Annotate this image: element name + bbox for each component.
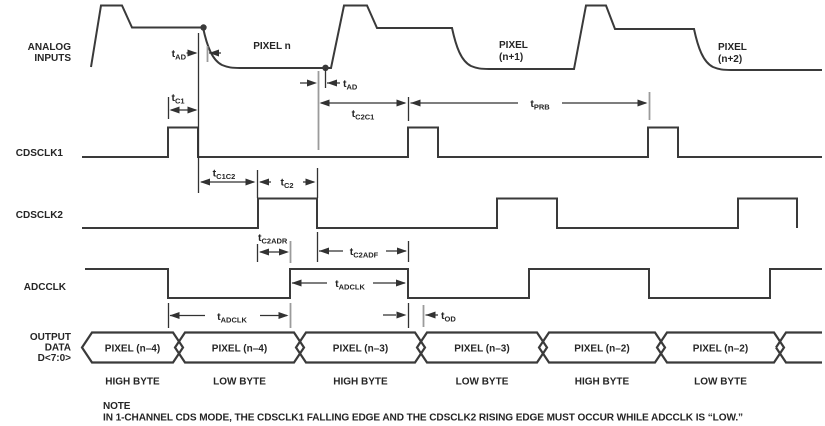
bus-cell-1-label: PIXEL (n–4) xyxy=(105,344,160,355)
tadclk-low-annotation: tADCLK xyxy=(167,303,292,328)
tc2adf-arrowheads xyxy=(319,247,407,255)
bus-trailing-lines xyxy=(775,331,822,364)
tad1-arrowheads xyxy=(187,49,219,57)
bus-cell-6-label: PIXEL (n–2) xyxy=(693,344,748,355)
tod-label: tOD xyxy=(441,310,456,324)
tod-arrowheads xyxy=(396,311,436,319)
tadclk-high-label: tADCLK xyxy=(335,278,365,292)
analog-inputs-label-line2: INPUTS xyxy=(34,53,71,64)
pixel-n-label: PIXEL n xyxy=(253,41,291,52)
tc1-label: tC1 xyxy=(171,92,184,106)
tc2c1-annotation: tC2C1 xyxy=(319,99,407,122)
tprb-label: tPRB xyxy=(530,98,550,112)
tc2adf-label: tC2ADF xyxy=(350,246,379,260)
note-body: IN 1-CHANNEL CDS MODE, THE CDSCLK1 FALLI… xyxy=(103,413,743,424)
bus-byte-2-label: LOW BYTE xyxy=(213,377,266,388)
adcclk-label: ADCCLK xyxy=(24,282,67,293)
bus-byte-5-label: HIGH BYTE xyxy=(575,377,630,388)
pixel-n1-label-line1: PIXEL xyxy=(499,40,528,51)
note-block: NOTE IN 1-CHANNEL CDS MODE, THE CDSCLK1 … xyxy=(103,401,743,424)
bus-byte-3-label: HIGH BYTE xyxy=(333,377,388,388)
tc1-annotation: tC1 xyxy=(167,92,198,119)
bus-cell-5-outline xyxy=(537,331,667,364)
analog-inputs-label-line1: ANALOG xyxy=(28,42,72,53)
tc2-label: tC2 xyxy=(280,177,293,191)
tadclk-low-label: tADCLK xyxy=(217,311,247,325)
bus-cell-5-label: PIXEL (n–2) xyxy=(574,344,629,355)
cdsclk1-waveform-path xyxy=(82,126,822,158)
tad2-label: tAD xyxy=(343,78,358,92)
tad2-arrowheads xyxy=(307,79,337,87)
pixel-n2-label-line1: PIXEL xyxy=(718,42,747,53)
cdsclk2-label: CDSCLK2 xyxy=(16,210,64,221)
tc1c2-label: tC1C2 xyxy=(213,168,236,182)
tod-annotation: tOD xyxy=(383,303,456,328)
tc2adr-label: tC2ADR xyxy=(258,232,288,246)
tprb-annotation: tPRB xyxy=(407,92,651,121)
analog-inputs-waveform: PIXEL n PIXEL (n+1) PIXEL (n+2) xyxy=(90,4,822,72)
cdsclk1-label: CDSCLK1 xyxy=(16,148,64,159)
tc1c2-annotation: tC1C2 xyxy=(200,168,259,198)
bus-byte-6-label: LOW BYTE xyxy=(694,377,747,388)
bus-cell-4-label: PIXEL (n–3) xyxy=(454,344,509,355)
output-data-label-line2: DATA xyxy=(45,343,71,354)
tc2-annotation: tC2 xyxy=(259,168,319,198)
tc1-arrowheads xyxy=(169,106,198,114)
tc2adr-arrowheads xyxy=(259,248,289,256)
sample-dot-data xyxy=(322,64,329,72)
cdsclk2-waveform-path xyxy=(82,197,798,229)
tad1-annotation: tAD xyxy=(172,46,221,62)
tc2adr-annotation: tC2ADR xyxy=(256,232,292,263)
bus-cell-1-outline xyxy=(80,331,185,364)
pixel-n2-label-line2: (n+2) xyxy=(718,54,742,65)
bus-byte-1-label: HIGH BYTE xyxy=(105,377,160,388)
bus-byte-4-label: LOW BYTE xyxy=(456,377,509,388)
tad2-annotation: tAD xyxy=(300,68,358,150)
bus-cell-4-outline xyxy=(415,331,549,364)
bus-cell-6-outline xyxy=(655,331,786,364)
bus-cell-3-label: PIXEL (n–3) xyxy=(333,344,388,355)
bus-cell-3-outline xyxy=(294,331,427,364)
pixel-n1-label-line2: (n+1) xyxy=(499,52,523,63)
adcclk-waveform-path xyxy=(85,268,822,299)
tadclk-high-annotation: tADCLK xyxy=(291,278,406,292)
output-data-label-line3: D<7:0> xyxy=(38,353,72,364)
output-data-label-line1: OUTPUT xyxy=(30,332,71,343)
tad1-label: tAD xyxy=(172,48,187,62)
output-data-bus: PIXEL (n–4) PIXEL (n–4) PIXEL (n–3) PIXE… xyxy=(80,331,822,388)
note-heading: NOTE xyxy=(103,401,131,412)
signal-labels: ANALOG INPUTS CDSCLK1 CDSCLK2 ADCCLK OUT… xyxy=(16,42,72,364)
tc2c1-arrowheads xyxy=(319,99,407,107)
analog-waveform-path xyxy=(90,4,822,71)
sample-dot-reference xyxy=(200,24,207,31)
bus-cell-2-outline xyxy=(173,331,306,364)
bus-cell-2-label: PIXEL (n–4) xyxy=(212,344,267,355)
tc2c1-label: tC2C1 xyxy=(352,108,375,122)
tc2adf-annotation: tC2ADF xyxy=(316,232,410,262)
